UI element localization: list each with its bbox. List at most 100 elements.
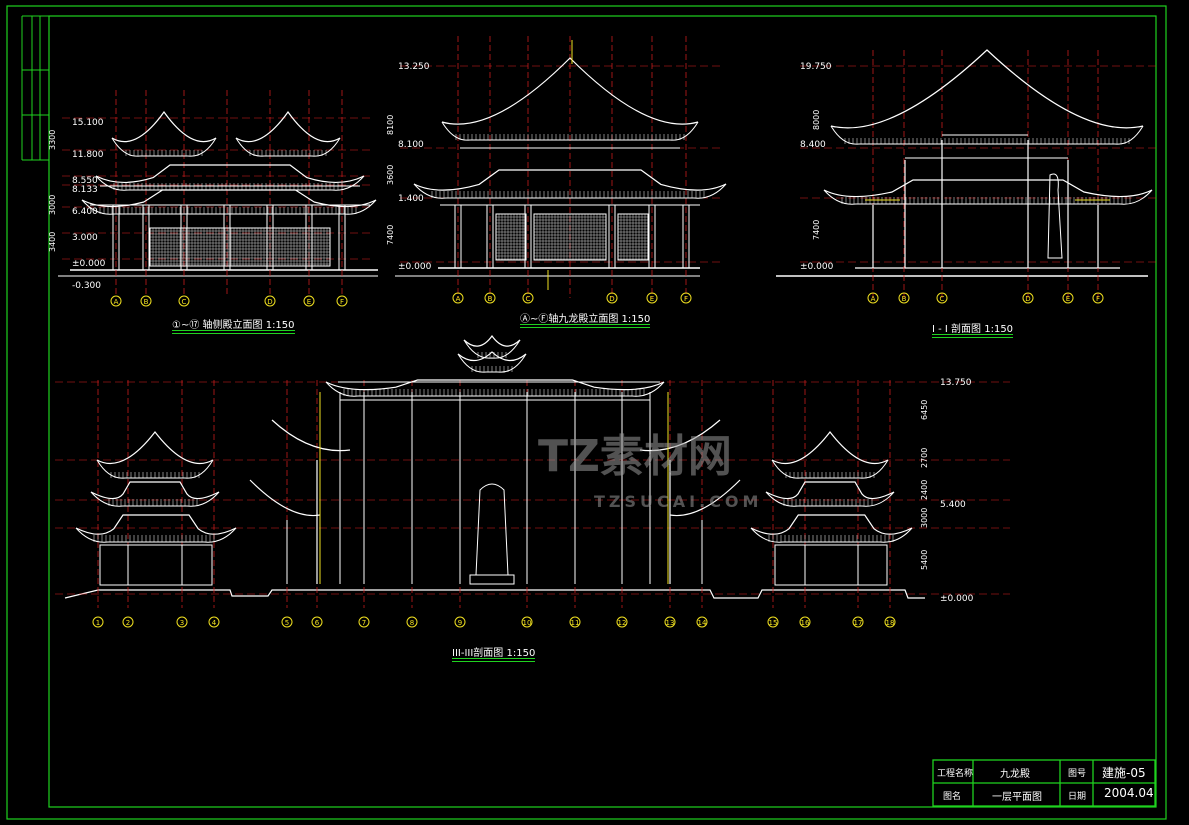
axis-label: 10 (523, 619, 532, 627)
axis-bubble (281, 616, 293, 628)
axis-bubble (521, 616, 533, 628)
axis-label: 15 (769, 619, 778, 627)
hip-eave (325, 381, 665, 397)
inner-frame (48, 15, 1157, 808)
axis-label: 16 (801, 619, 810, 627)
axis-label: B (488, 295, 493, 303)
axis-bubble (867, 292, 879, 304)
elev-mark: 11.800 (72, 150, 104, 160)
axis-label: F (684, 295, 688, 303)
dim-mark: 3600 (386, 164, 395, 185)
title-section-1: I - I 剖面图 1:150 (932, 320, 1014, 338)
axis-label: 4 (212, 619, 217, 627)
elev-mark: -0.300 (72, 281, 102, 291)
axis-label: C (526, 295, 531, 303)
axis-bubble (452, 292, 464, 304)
axis-label: 14 (698, 619, 707, 627)
axis-label: D (1025, 295, 1030, 303)
dim-mark: 3000 (920, 507, 929, 528)
elev-mark: 8.550 (72, 176, 98, 186)
roof-curve (771, 431, 889, 465)
title-front-elevation: ①~⑰ 轴侧殿立面图 1:150 (172, 316, 295, 334)
axis-bubble (406, 616, 418, 628)
hip-roof (90, 481, 220, 500)
axis-bubble (1022, 292, 1034, 304)
axis-bubble (176, 616, 188, 628)
axis-bubble (92, 616, 104, 628)
axis-label: C (182, 298, 187, 306)
pavilion-wall (99, 544, 213, 586)
dim-mark: 3400 (48, 231, 57, 252)
tb-project-label: 工程名称 (937, 769, 974, 779)
hip-eave (750, 527, 913, 543)
hip-roof (823, 179, 1153, 198)
hip-eave (413, 183, 727, 199)
roof-eave (235, 137, 341, 157)
roof-eave (111, 137, 217, 157)
axis-label: A (456, 295, 461, 303)
hip-eave (75, 527, 237, 543)
dim-mark: 6450 (920, 399, 929, 420)
tb-drawing-name: 一层平面图 (992, 792, 1042, 803)
roof-curve (457, 351, 527, 362)
axis-bubble (569, 616, 581, 628)
hip-roof (750, 514, 913, 535)
axis-bubble (664, 616, 676, 628)
roof-curve (96, 431, 214, 465)
dim-mark: 7400 (386, 224, 395, 245)
elev-mark: ±0.000 (398, 262, 432, 272)
side-eave (639, 419, 721, 452)
axis-bubble (122, 616, 134, 628)
axis-bubble (484, 292, 496, 304)
axis-bubble (336, 295, 348, 307)
tb-drawing-name-label: 图名 (943, 792, 962, 802)
axis-label: 1 (96, 619, 100, 627)
axis-bubble (1062, 292, 1074, 304)
ground-profile (64, 589, 925, 599)
tb-drawing-no: 建施-05 (1102, 766, 1146, 780)
axis-bubble (178, 295, 190, 307)
axis-bubble (936, 292, 948, 304)
axis-label: 13 (666, 619, 675, 627)
dim-mark: 8100 (386, 114, 395, 135)
roof-curve (830, 49, 1144, 129)
watermark-sub: TZSUCAI.COM (594, 492, 763, 511)
hip-eave (90, 491, 220, 507)
dim-mark: 2400 (920, 479, 929, 500)
hip-eave (81, 199, 377, 215)
hip-roof (75, 514, 237, 535)
buddha-statue (475, 483, 509, 576)
axis-bubble (799, 616, 811, 628)
hip-roof (765, 481, 895, 500)
axis-bubble (606, 292, 618, 304)
elev-mark: 8.400 (800, 140, 826, 150)
axis-label: 18 (886, 619, 895, 627)
dim-mark: 7400 (812, 219, 821, 240)
tb-drawing-no-label: 图号 (1068, 769, 1087, 779)
binding-strip (21, 15, 49, 161)
axis-bubble (767, 616, 779, 628)
elev-mark: 6.400 (72, 207, 98, 217)
elev-mark: ±0.000 (940, 594, 974, 604)
axis-label: D (267, 298, 272, 306)
hip-roof (413, 169, 727, 191)
axis-label: 6 (315, 619, 320, 627)
axis-bubble (522, 292, 534, 304)
axis-label: F (340, 298, 344, 306)
axis-bubble (898, 292, 910, 304)
axis-bubble (303, 295, 315, 307)
outer-frame (6, 5, 1167, 820)
elev-mark: ±0.000 (72, 259, 106, 269)
roof-eave (441, 121, 699, 141)
elev-mark: ±0.000 (800, 262, 834, 272)
axis-bubble (208, 616, 220, 628)
axis-bubble (1092, 292, 1104, 304)
axis-bubble (616, 616, 628, 628)
axis-label: 7 (362, 619, 366, 627)
lower-eave (249, 479, 321, 517)
title-main-hall-elevation: Ⓐ~Ⓕ轴九龙殿立面图 1:150 (520, 310, 651, 328)
axis-label: 5 (285, 619, 289, 627)
axis-label: 2 (126, 619, 130, 627)
axis-bubble (680, 292, 692, 304)
